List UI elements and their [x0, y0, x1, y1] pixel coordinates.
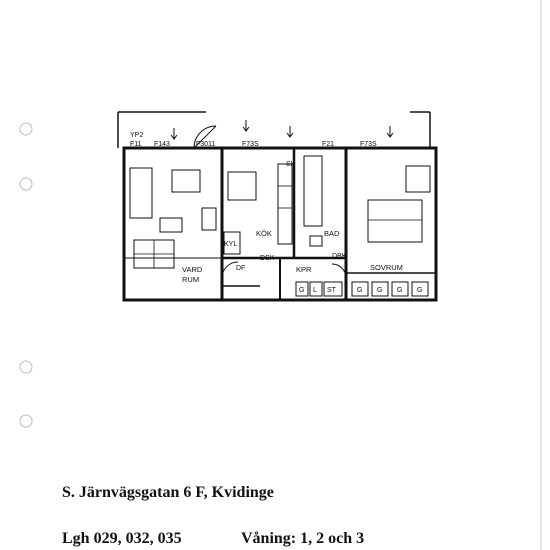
- label-f3011: F3011: [196, 141, 215, 148]
- room-label-kpr: KPR: [296, 265, 312, 274]
- door-swing: [193, 125, 217, 149]
- address-title: S. Järnvägsgatan 6 F, Kvidinge: [62, 484, 274, 501]
- closet-label: G: [417, 287, 422, 294]
- closet: [371, 281, 389, 297]
- door-swing: [221, 261, 239, 279]
- closet-label: G: [397, 287, 402, 294]
- room-label-vardagsrum-2: RUM: [182, 275, 199, 284]
- chair: [201, 207, 217, 231]
- closet: [323, 281, 343, 297]
- sofa: [129, 167, 153, 219]
- binder-hole: [19, 177, 33, 191]
- kitchen-table: [227, 171, 257, 201]
- window-arrow: [242, 126, 250, 132]
- floor-levels: Våning: 1, 2 och 3: [241, 530, 365, 547]
- binder-hole: [19, 360, 33, 374]
- label-f11: F11: [130, 141, 142, 148]
- label-yp2: YP2: [130, 132, 143, 139]
- closet-label: G: [377, 287, 382, 294]
- binder-hole: [19, 122, 33, 136]
- closet-label: L: [313, 287, 317, 294]
- window-arrow: [286, 132, 294, 138]
- room-label-sovrum: SOVRUM: [370, 263, 403, 272]
- apartment-numbers: Lgh 029, 032, 035: [62, 530, 182, 547]
- fridge: [223, 231, 241, 255]
- bed: [367, 199, 423, 243]
- kitchen-counter: [277, 163, 293, 245]
- window-arrow: [170, 134, 178, 140]
- room-label-kok: KÖK: [256, 229, 272, 238]
- closet-label: G: [357, 287, 362, 294]
- label-dbk: DBK: [332, 253, 347, 260]
- label-f73s-left: F73S: [242, 141, 259, 148]
- binder-hole: [19, 414, 33, 428]
- window-arrow: [386, 132, 394, 138]
- washbasin: [309, 235, 323, 247]
- bathtub: [303, 155, 323, 227]
- label-df: DF: [236, 265, 245, 272]
- floor-plan: YP2 F11 F143 F3011 F73S F21 F73S SK KÖK …: [110, 108, 450, 308]
- label-kyl: KYL: [224, 241, 237, 248]
- door-leaf: [193, 125, 217, 149]
- room-label-vardagsrum-1: VARD: [182, 265, 203, 274]
- label-dsk: DSK: [260, 255, 275, 262]
- door-swing: [331, 263, 347, 279]
- wardrobe: [405, 165, 431, 193]
- label-f73s-right: F73S: [360, 141, 377, 148]
- chair: [159, 217, 183, 233]
- closet: [411, 281, 429, 297]
- closet: [351, 281, 369, 297]
- table: [171, 169, 201, 193]
- closet-label: G: [299, 287, 304, 294]
- closet: [309, 281, 323, 297]
- closet: [391, 281, 409, 297]
- label-f143: F143: [154, 141, 170, 148]
- room-label-bad: BAD: [324, 229, 340, 238]
- closet: [295, 281, 309, 297]
- label-f21: F21: [322, 141, 334, 148]
- closet-label: ST: [327, 287, 337, 294]
- label-sk: SK: [286, 161, 296, 168]
